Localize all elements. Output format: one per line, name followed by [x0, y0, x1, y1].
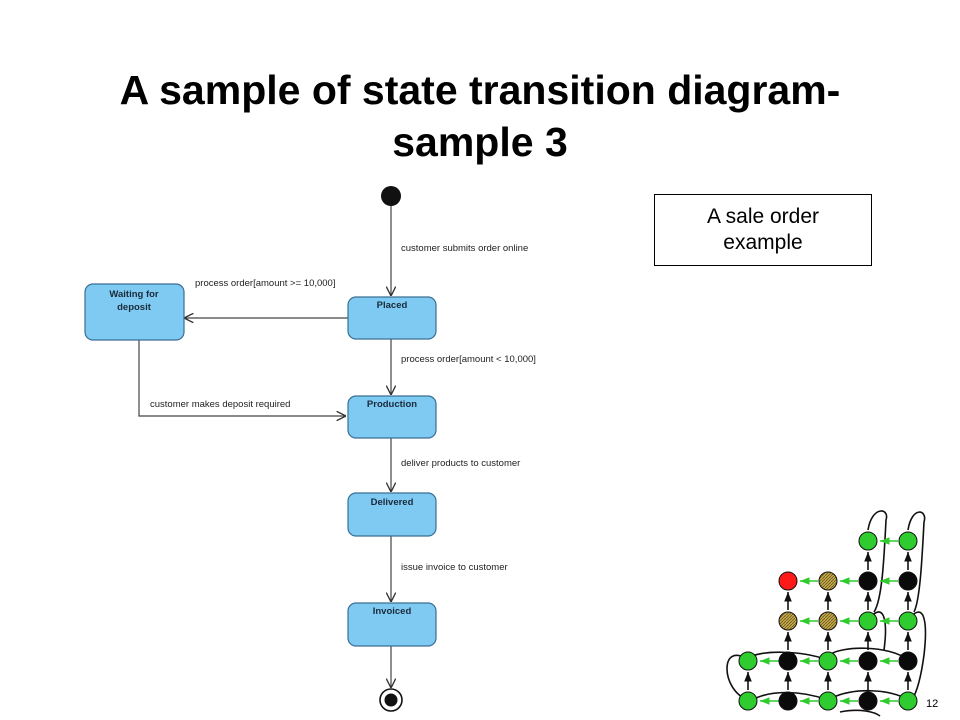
decorative-node-graph [726, 510, 927, 717]
state-label-production: Production [367, 399, 417, 410]
state-delivered: Delivered [347, 492, 437, 537]
transition-label-t1: customer submits order online [401, 243, 528, 254]
transition-label-t3: process order[amount < 10,000] [401, 354, 536, 365]
slide-title: A sample of state transition diagram- sa… [20, 64, 940, 168]
state-label-delivered: Delivered [371, 497, 414, 508]
note-text: A sale order example [706, 205, 820, 254]
title-line-2: sample 3 [392, 119, 568, 165]
state-label-waiting-line2: deposit [117, 302, 152, 313]
state-placed: Placed [347, 296, 437, 340]
transition-label-t2: process order[amount >= 10,000] [195, 278, 335, 289]
state-waiting-for-deposit: Waiting for deposit [84, 283, 185, 341]
final-state [379, 688, 403, 712]
state-label-waiting-line1: Waiting for [109, 289, 159, 300]
initial-state [381, 186, 401, 206]
transition-label-t6: issue invoice to customer [401, 562, 508, 573]
state-production: Production [347, 395, 437, 439]
transition-label-t5: deliver products to customer [401, 458, 520, 469]
transition-arrow-t4 [138, 340, 346, 416]
state-label-invoiced: Invoiced [373, 606, 412, 617]
page-number: 12 [926, 698, 939, 710]
state-label-placed: Placed [377, 300, 408, 311]
transition-label-t4: customer makes deposit required [150, 399, 290, 410]
note-box: A sale order example [654, 194, 872, 266]
state-invoiced: Invoiced [347, 602, 437, 647]
title-line-1: A sample of state transition diagram- [119, 67, 841, 113]
